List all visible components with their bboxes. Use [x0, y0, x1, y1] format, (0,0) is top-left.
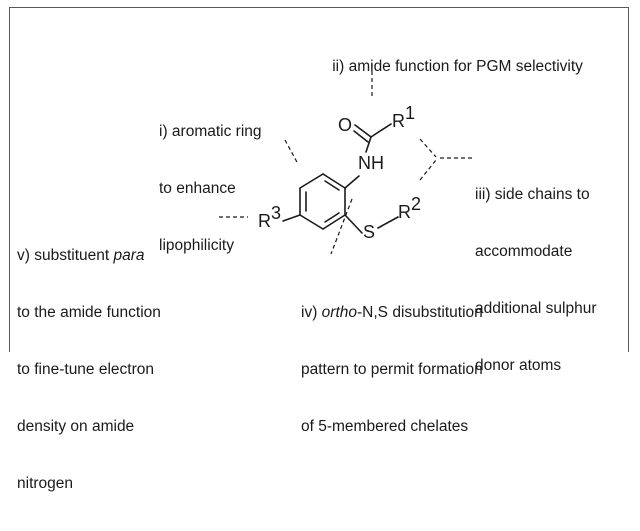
annotation-ring-line-1: i) aromatic ring: [159, 123, 262, 140]
annotation-ring-line-2: to enhance: [159, 180, 236, 197]
diagram-canvas: ii) amide function for PGM selectivity i…: [9, 7, 629, 492]
annotation-chains-line-3: additional sulphur: [475, 300, 597, 317]
annotation-chains-line-2: accommodate: [475, 243, 573, 260]
atom-sulfur: S: [363, 222, 375, 242]
annotation-para-line-1: v) substituent para: [17, 247, 145, 264]
bond-carbonyl-to-r1: [370, 123, 392, 138]
leader-chains-lower: [419, 159, 437, 181]
annotation-para-line-4: density on amide: [17, 418, 135, 435]
bond-carbonyl-o-inner: [353, 130, 369, 143]
bond-nh-to-carbonyl: [365, 136, 372, 153]
atom-oxygen: O: [338, 115, 352, 135]
bond-ring-to-r3: [282, 214, 301, 222]
leader-ring: [284, 139, 299, 165]
annotation-ortho-line-3: of 5-membered chelates: [301, 418, 469, 435]
ring-inner-bond-1: [324, 180, 340, 191]
annotation-para-line-3: to fine-tune electron: [17, 361, 155, 378]
ring-bond-top: [322, 173, 346, 189]
ring-bond-upper-left: [299, 173, 324, 189]
annotation-para-line-2: to the amide function: [17, 304, 161, 321]
bond-s-to-r2: [377, 216, 399, 229]
bond-carbonyl-o-outer: [354, 124, 372, 138]
annotation-ring-line-3: lipophilicity: [159, 237, 234, 254]
atom-nh: NH: [358, 153, 384, 173]
annotation-chains-line-1: iii) side chains to: [475, 186, 590, 203]
annotation-amide-line-1: ii) amide function for PGM selectivity: [332, 58, 583, 75]
leader-lines: [219, 64, 474, 255]
ring-bond-bottom: [299, 214, 324, 230]
bond-ring-to-nh: [344, 175, 360, 189]
atom-r1: R1: [392, 103, 415, 131]
annotation-chains-line-4: donor atoms: [475, 357, 562, 374]
molecule-structure: O R1 NH S R2 R3: [219, 64, 474, 255]
annotation-amide: ii) amide function for PGM selectivity: [315, 38, 583, 95]
annotation-para-line-5: nitrogen: [17, 475, 74, 492]
atom-labels: O R1 NH S R2 R3: [258, 103, 421, 242]
figure-frame: [9, 7, 629, 352]
benzene-ring: [299, 173, 346, 230]
ring-bond-lower-right: [322, 214, 346, 230]
substituent-bonds: [282, 123, 399, 234]
annotation-ortho-line-2: pattern to permit formation: [301, 361, 483, 378]
atom-r2: R2: [398, 194, 421, 222]
annotation-aromatic-ring: i) aromatic ring to enhance lipophilicit…: [159, 84, 262, 293]
bond-ring-to-s: [344, 214, 363, 234]
leader-chains-upper: [419, 138, 437, 158]
ring-inner-bond-2: [324, 212, 340, 223]
atom-r3: R3: [258, 203, 281, 231]
annotation-ortho-line-1: iv) ortho-N,S disubstitution: [301, 304, 483, 321]
leader-ortho: [330, 198, 353, 255]
